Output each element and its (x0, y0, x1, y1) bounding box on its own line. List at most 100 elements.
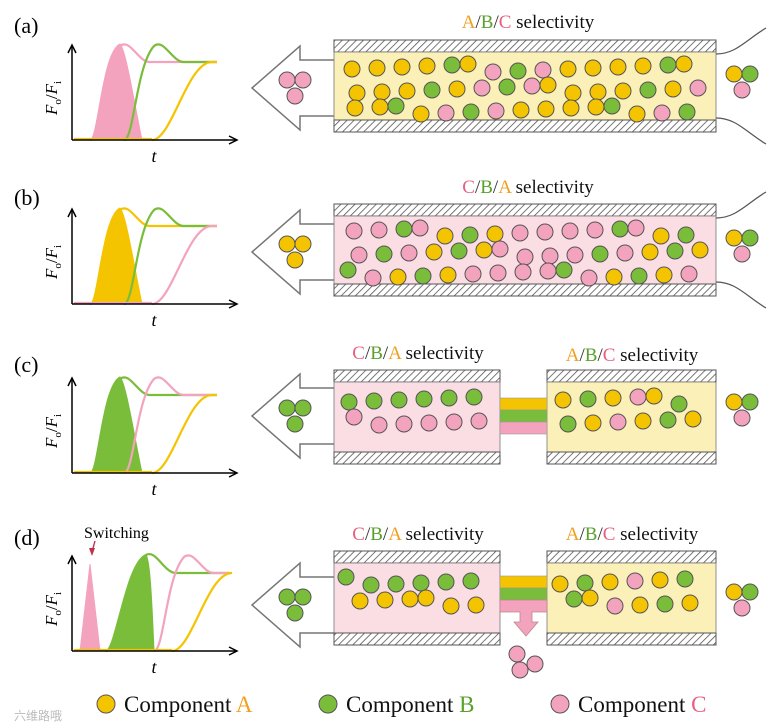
component-c-dot (364, 269, 382, 287)
text-span: o (52, 99, 64, 105)
legend-component-a-dot (96, 694, 116, 714)
breakthrough-curve-b (105, 552, 229, 653)
text-span: selectivity (401, 343, 484, 364)
component-a-dot (442, 597, 460, 615)
component-a-dot (605, 268, 623, 286)
component-a-dot (645, 387, 663, 405)
connector-stripe (499, 575, 548, 589)
component-a-dot (675, 55, 693, 73)
x-axis-arrow-icon (228, 135, 239, 145)
text-span: / (475, 177, 481, 198)
component-b-dot (498, 78, 516, 96)
text-span: selectivity (615, 345, 698, 366)
eluted-peak-b (89, 376, 143, 474)
selectivity-title: C/B/A selectivity (352, 343, 484, 364)
component-a-dot (286, 251, 304, 269)
component-c-dot (395, 415, 413, 433)
component-a-dot (475, 241, 493, 259)
component-c-dot (464, 265, 482, 283)
component-b-dot (659, 411, 677, 429)
component-b-dot (565, 590, 583, 608)
legend-component-c-label: Component C (578, 692, 706, 717)
text-span: / (475, 12, 481, 33)
diverted-stream-arrow (499, 599, 548, 637)
component-a-dot (664, 80, 682, 98)
column-wall-bottom (333, 119, 717, 133)
breakthrough-curve-b (89, 376, 217, 475)
text-span: / (365, 524, 371, 545)
inlet-line-bottom (715, 281, 767, 309)
component-c-dot (580, 269, 598, 287)
component-a-dot (371, 98, 389, 116)
component-a-dot (278, 235, 296, 253)
component-a-dot (401, 590, 419, 608)
component-a-dot (725, 583, 743, 601)
component-c-dot (411, 219, 429, 237)
legend-component-a-label: Component A (124, 692, 253, 717)
component-a-dot (417, 589, 435, 607)
text-span: A (462, 12, 476, 33)
text-span: / (42, 605, 61, 610)
component-a-dot (587, 98, 605, 116)
column-wall-top (333, 550, 501, 564)
component-c-dot (491, 240, 509, 258)
column-wall-top (333, 39, 717, 53)
text-span: B (370, 343, 383, 364)
component-b-dot (443, 56, 461, 74)
component-b-dot (677, 226, 695, 244)
component-c-dot (523, 77, 541, 95)
component-b-dot (415, 390, 433, 408)
text-span: C (691, 692, 706, 717)
component-a-dot (398, 82, 416, 100)
eluted-peak-c (89, 43, 143, 141)
component-a-dot (448, 80, 466, 98)
component-a-dot (343, 60, 361, 78)
component-c-dot (345, 222, 363, 240)
component-c-dot (733, 599, 751, 617)
component-b-dot (286, 604, 304, 622)
breakthrough-curve-b (123, 207, 217, 306)
component-b-dot (286, 415, 304, 433)
component-b-dot (639, 81, 657, 99)
component-a-dot (725, 393, 743, 411)
component-a-dot (537, 100, 555, 118)
text-span: B (480, 177, 493, 198)
component-a-dot (418, 57, 436, 75)
column-wall-top (546, 550, 717, 564)
breakthrough-curve-c (89, 43, 217, 142)
component-b-dot (423, 81, 441, 99)
text-span: / (579, 524, 585, 545)
component-a-dot (641, 243, 659, 261)
component-c-dot (508, 645, 526, 663)
component-b-dot (676, 570, 694, 588)
switching-label: Switching (84, 525, 149, 542)
component-b-dot (395, 220, 413, 238)
component-b-dot (462, 103, 480, 121)
component-b-dot (741, 65, 759, 83)
text-span: Component (346, 692, 459, 717)
component-b-dot (591, 245, 609, 263)
text-span: C (352, 524, 365, 545)
column-wall-bottom (546, 632, 717, 646)
text-span: Component (124, 692, 236, 717)
component-c-dot (606, 597, 624, 615)
selectivity-title: C/B/A selectivity (352, 524, 484, 545)
component-c-dot (629, 388, 647, 406)
inlet-line-top (715, 27, 767, 55)
column-wall-top (333, 369, 501, 383)
column-wall-bottom (333, 632, 501, 646)
text-span: B (585, 524, 598, 545)
component-b-dot (741, 229, 759, 247)
component-a-dot (655, 266, 673, 284)
component-a-dot (348, 84, 366, 102)
breakthrough-curve-a (171, 571, 233, 653)
text-span: C (603, 345, 616, 366)
y-axis-label: Fo/Fi (42, 245, 64, 280)
text-span: F (42, 83, 61, 95)
component-c-dot (294, 71, 312, 89)
component-b-dot (375, 245, 393, 263)
x-axis-label: t (151, 146, 157, 166)
component-c-dot (370, 221, 388, 239)
component-c-dot (420, 414, 438, 432)
